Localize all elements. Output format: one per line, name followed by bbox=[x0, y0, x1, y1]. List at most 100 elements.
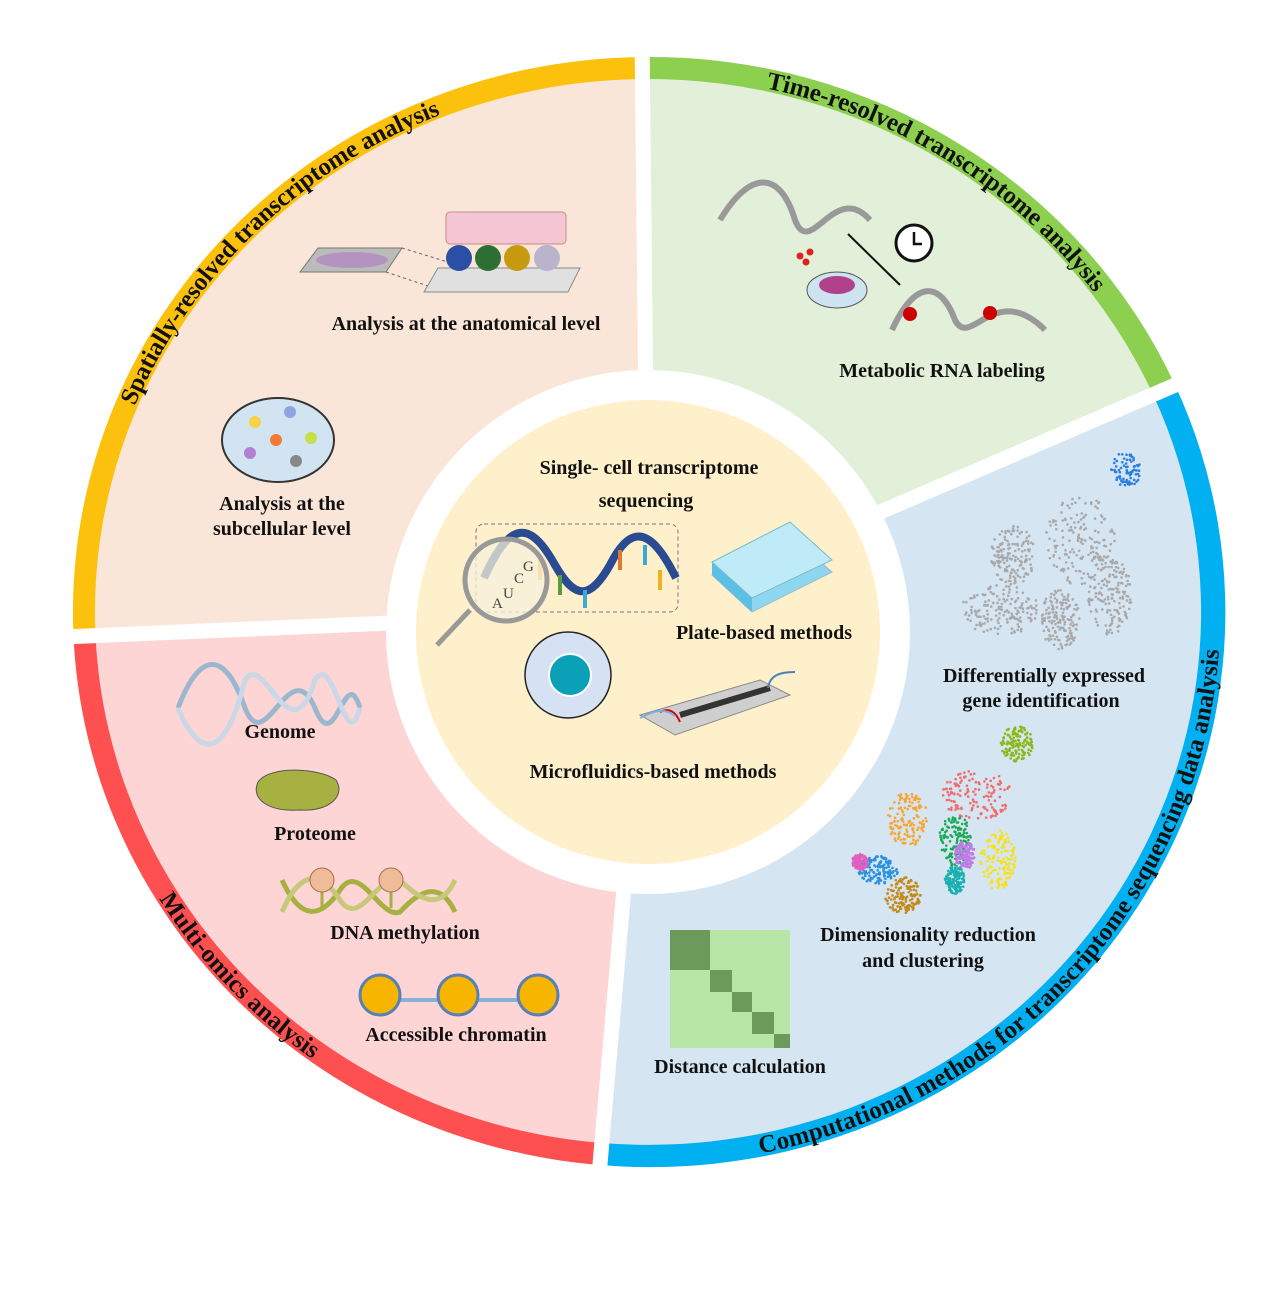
scatter-point bbox=[867, 871, 871, 874]
scatter-point bbox=[1114, 565, 1118, 569]
scatter-point bbox=[996, 627, 1000, 631]
scatter-point bbox=[991, 869, 995, 872]
scatter-point bbox=[899, 793, 903, 796]
scatter-point bbox=[1016, 568, 1020, 572]
deg-label-2: gene identification bbox=[962, 690, 1119, 712]
scatter-point bbox=[893, 832, 897, 835]
scatter-point bbox=[1067, 638, 1070, 641]
scatter-point bbox=[1056, 625, 1060, 628]
scatter-point bbox=[999, 624, 1002, 628]
scatter-point bbox=[1051, 634, 1055, 637]
scatter-point bbox=[975, 801, 978, 804]
scatter-point bbox=[1105, 633, 1109, 636]
scatter-point bbox=[897, 887, 901, 890]
nucleosome-icon bbox=[358, 973, 560, 1017]
scatter-point bbox=[1007, 547, 1010, 551]
scatter-point bbox=[959, 772, 962, 776]
scatter-point bbox=[1125, 599, 1129, 602]
scatter-point bbox=[1005, 556, 1009, 560]
scatter-point bbox=[1064, 643, 1067, 647]
scatter-point bbox=[957, 835, 960, 838]
scatter-point bbox=[957, 807, 960, 810]
scatter-point bbox=[1017, 625, 1021, 629]
scatter-point bbox=[1007, 591, 1011, 594]
scatter-point bbox=[887, 813, 890, 817]
scatter-point bbox=[861, 871, 864, 875]
scatter-point bbox=[1006, 849, 1009, 853]
scatter-point bbox=[1059, 626, 1063, 630]
scatter-point bbox=[1064, 552, 1067, 556]
scatter-point bbox=[1118, 475, 1122, 478]
scatter-point bbox=[1033, 607, 1036, 610]
scatter-point bbox=[921, 829, 925, 833]
scatter-point bbox=[949, 833, 952, 837]
scatter-point bbox=[1109, 542, 1113, 546]
scatter-point bbox=[1015, 732, 1018, 736]
scatter-point bbox=[876, 869, 879, 872]
scatter-point bbox=[1002, 588, 1005, 592]
scatter-point bbox=[985, 609, 989, 613]
scatter-point bbox=[966, 849, 970, 853]
scatter-point bbox=[904, 900, 908, 903]
scatter-point bbox=[950, 863, 953, 867]
scatter-point bbox=[1110, 468, 1113, 471]
scatter-point bbox=[1026, 542, 1030, 545]
scatter-point bbox=[1099, 514, 1103, 517]
scatter-point bbox=[1089, 551, 1093, 555]
scatter-point bbox=[886, 892, 889, 896]
scatter-point bbox=[1009, 757, 1013, 760]
scatter-point bbox=[912, 884, 916, 888]
scatter-point bbox=[1023, 548, 1027, 552]
dna-helix-icon bbox=[175, 662, 363, 747]
scatter-point bbox=[1081, 542, 1084, 546]
scatter-point bbox=[1011, 568, 1015, 572]
scatter-point bbox=[1022, 753, 1026, 756]
scatter-point bbox=[996, 856, 1000, 859]
scatter-point bbox=[1078, 617, 1081, 620]
scatter-point bbox=[898, 905, 902, 909]
scatter-point bbox=[898, 825, 902, 829]
scatter-point bbox=[1024, 559, 1027, 562]
scatter-point bbox=[918, 900, 921, 904]
scatter-point bbox=[1004, 530, 1007, 533]
scatter-point bbox=[1003, 600, 1007, 603]
scatter-point bbox=[913, 798, 917, 802]
scatter-point bbox=[1117, 624, 1121, 628]
scatter-point bbox=[955, 841, 959, 845]
scatter-point bbox=[1073, 623, 1076, 626]
scatter-point bbox=[985, 869, 989, 872]
scatter-point bbox=[946, 869, 950, 873]
scatter-point bbox=[922, 823, 926, 826]
scatter-point bbox=[990, 559, 993, 563]
scatter-point bbox=[1063, 620, 1067, 624]
scatter-point bbox=[1018, 616, 1022, 619]
magnifier-icon: A U C G bbox=[435, 536, 550, 647]
scatter-point bbox=[894, 886, 898, 889]
scatter-point bbox=[906, 830, 909, 834]
scatter-point bbox=[1023, 738, 1027, 742]
scatter-point bbox=[966, 795, 970, 798]
scatter-point bbox=[1095, 540, 1099, 544]
scatter-point bbox=[906, 835, 910, 838]
scatter-point bbox=[1006, 733, 1010, 737]
scatter-point bbox=[984, 816, 988, 819]
scatter-point bbox=[967, 816, 971, 819]
scatter-point bbox=[989, 585, 992, 588]
chromatin-label: Accessible chromatin bbox=[365, 1024, 546, 1046]
scatter-point bbox=[908, 800, 912, 804]
scatter-point bbox=[1054, 519, 1057, 523]
scatter-point bbox=[1029, 733, 1032, 736]
scatter-point bbox=[965, 824, 969, 827]
scatter-point bbox=[1007, 585, 1011, 588]
scatter-point bbox=[985, 786, 989, 789]
scatter-point bbox=[911, 801, 914, 805]
scatter-point bbox=[859, 866, 863, 870]
scatter-point bbox=[1013, 558, 1017, 562]
scatter-point bbox=[1013, 866, 1016, 869]
scatter-point bbox=[898, 798, 902, 802]
scatter-point bbox=[1009, 582, 1013, 586]
scatter-point bbox=[957, 886, 961, 889]
scatter-point bbox=[1018, 559, 1022, 563]
scatter-point bbox=[879, 879, 883, 882]
scatter-point bbox=[901, 898, 904, 901]
